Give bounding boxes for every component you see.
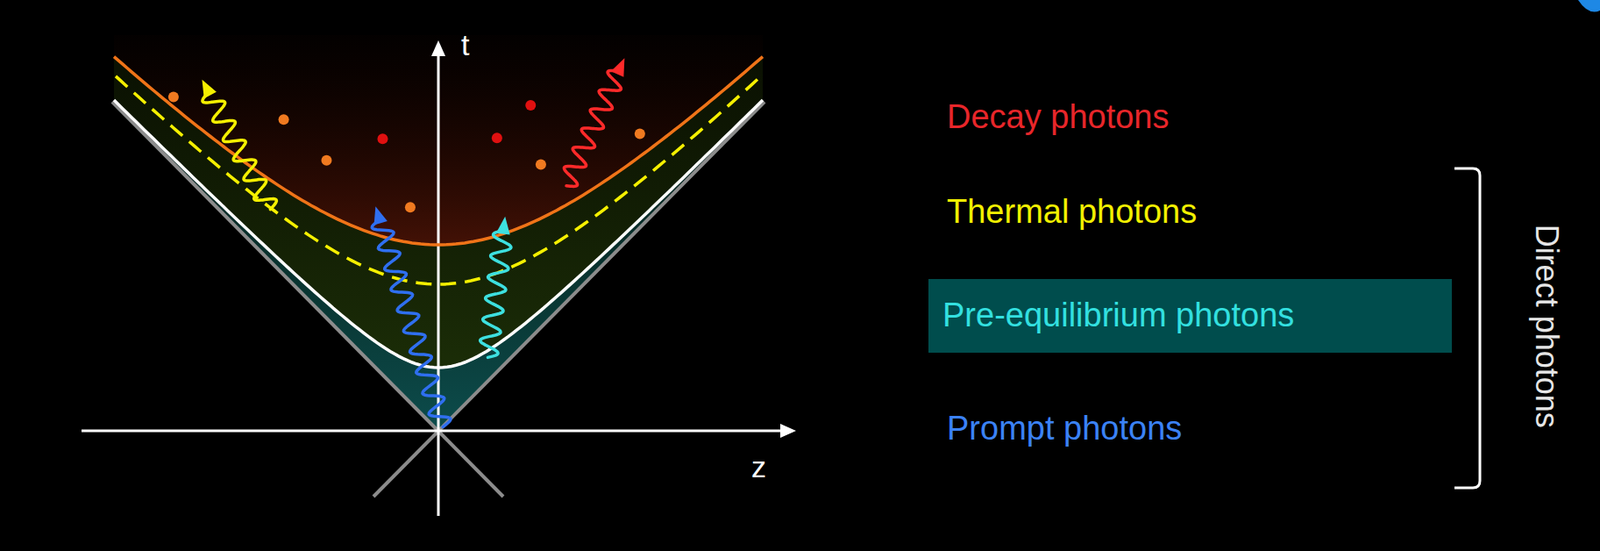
photon-arrowhead bbox=[496, 216, 511, 235]
photon-wave bbox=[202, 92, 277, 210]
label-text: Pre-equilibrium photons bbox=[942, 296, 1452, 335]
hyperbolae bbox=[113, 56, 763, 368]
label-text: Direct photons bbox=[1528, 224, 1565, 428]
label-text: t bbox=[461, 28, 470, 63]
t-axis bbox=[437, 52, 441, 516]
label-text: Prompt photons bbox=[946, 409, 1182, 448]
bracket bbox=[1454, 168, 1480, 488]
light-cone bbox=[112, 101, 504, 497]
photon-arrowhead bbox=[201, 79, 216, 99]
logo-fragment bbox=[1578, 0, 1600, 13]
label-text: z bbox=[751, 449, 767, 484]
highlight-box: Pre-equilibrium photons bbox=[928, 278, 1452, 353]
hadron-dot bbox=[634, 128, 646, 139]
light-cone bbox=[373, 101, 765, 497]
photon-arrowhead bbox=[611, 57, 626, 78]
photon-arrowhead bbox=[374, 206, 388, 225]
label-text: Thermal photons bbox=[946, 192, 1197, 232]
hadron-dot bbox=[320, 155, 332, 166]
photon-lines bbox=[201, 57, 625, 427]
hadron-dot bbox=[168, 92, 179, 103]
axis-arrow bbox=[431, 40, 446, 57]
photon-wave bbox=[371, 219, 451, 427]
hadron-dot bbox=[278, 113, 290, 125]
freezeout-curve bbox=[113, 56, 763, 245]
hadron-dot bbox=[377, 133, 389, 144]
thermalization-curve bbox=[113, 99, 763, 368]
axis-arrow bbox=[780, 423, 797, 438]
hadron-dot bbox=[405, 201, 416, 213]
label-text: Decay photons bbox=[946, 98, 1170, 137]
hadron-dot bbox=[491, 132, 503, 143]
photon-wave bbox=[563, 70, 621, 186]
hadron-dot bbox=[525, 99, 536, 111]
hadron-dot bbox=[535, 158, 547, 170]
transition-curve bbox=[115, 76, 761, 285]
z-axis bbox=[81, 429, 785, 433]
photon-wave bbox=[480, 230, 512, 358]
